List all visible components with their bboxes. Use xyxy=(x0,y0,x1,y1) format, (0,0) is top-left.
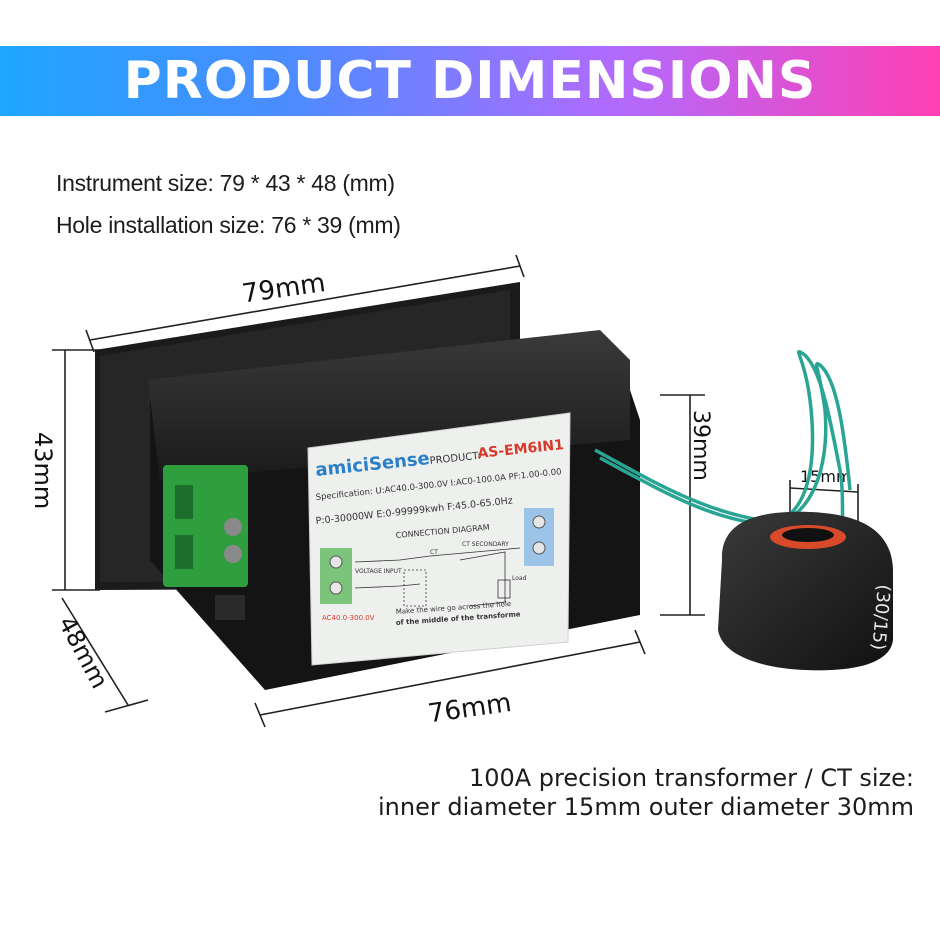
label-voltage-input: VOLTAGE INPUT xyxy=(355,568,402,575)
title-banner: PRODUCT DIMENSIONS xyxy=(0,46,940,116)
label-load: Load xyxy=(512,575,527,582)
dimension-width-label: 79mm xyxy=(240,268,327,309)
front-label: amiciSense PRODUCT: AS-EM6IN1 Specificat… xyxy=(307,412,571,666)
ct-wires xyxy=(594,350,852,531)
label-voltage-range: AC40.0-300.0V xyxy=(322,614,375,622)
dimension-height-label: 43mm xyxy=(29,432,57,509)
label-product: PRODUCT: xyxy=(429,451,481,467)
dimension-depth-label: 48mm xyxy=(53,612,114,693)
terminal-block xyxy=(163,465,248,587)
ct-size-note-line-2: inner diameter 15mm outer diameter 30mm xyxy=(378,793,914,821)
page-title: PRODUCT DIMENSIONS xyxy=(123,51,817,111)
dimension-hole-height-label: 39mm xyxy=(688,410,713,481)
label-ct: CT xyxy=(430,549,438,556)
instrument-size-text: Instrument size: 79 * 43 * 48 (mm) xyxy=(56,170,395,196)
ct-size-note-line-1: 100A precision transformer / CT size: xyxy=(468,764,914,792)
label-ct-secondary: CT SECONDARY xyxy=(462,541,509,548)
current-transformer: (30/15) xyxy=(718,511,894,671)
dimension-hole-width-label: 76mm xyxy=(426,688,513,729)
hole-size-text: Hole installation size: 76 * 39 (mm) xyxy=(56,212,401,238)
